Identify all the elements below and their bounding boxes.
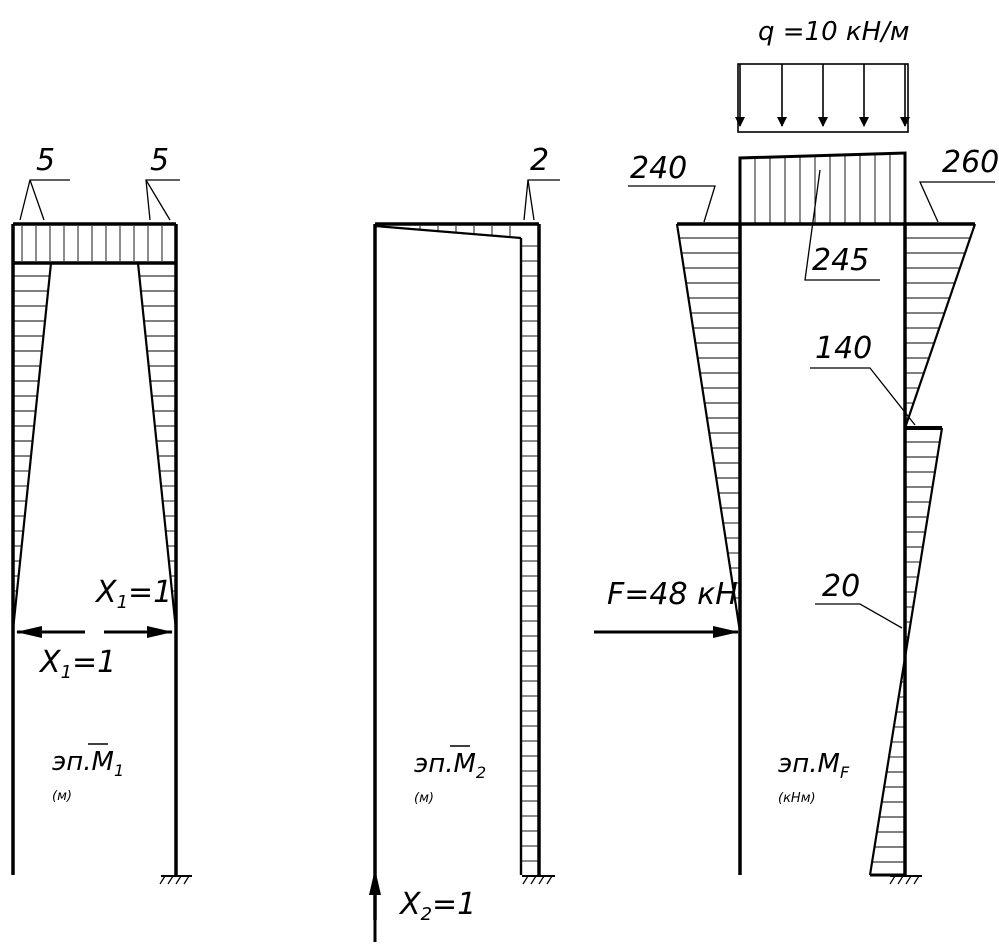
mf-value-260: 260 bbox=[942, 145, 999, 180]
mf-column-moment-right bbox=[868, 223, 977, 877]
m1-column-moment-left bbox=[11, 262, 53, 631]
fixed-support-icon bbox=[159, 875, 192, 885]
m1-title: эп.M1 bbox=[52, 747, 124, 780]
mf-value-240: 240 bbox=[630, 151, 687, 186]
m2-title: эп.M2 bbox=[414, 749, 486, 782]
m2-unit: (м) bbox=[414, 791, 434, 806]
m1-value-left: 5 bbox=[36, 143, 55, 178]
m2-value-leader bbox=[523, 179, 560, 221]
mf-title: эп.MF bbox=[778, 749, 850, 782]
m2-diagram: 2 X2=1 эп.M2 (м) bbox=[369, 143, 560, 942]
mf-distributed-load bbox=[735, 63, 910, 133]
m1-column-moment-right bbox=[136, 262, 178, 631]
m1-value-leader-right bbox=[145, 179, 180, 221]
m1-diagram: 5 5 X1=1 X1=1 эп.M1 (м) bbox=[11, 143, 192, 885]
mf-value-245: 245 bbox=[812, 243, 869, 278]
m1-value-leader-left bbox=[19, 179, 70, 221]
m2-frame bbox=[373, 222, 541, 920]
m2-beam-moment bbox=[374, 224, 522, 240]
mf-unit: (кНм) bbox=[778, 791, 816, 806]
mf-force-F-label: F=48 кН bbox=[607, 577, 738, 612]
m1-beam-moment-band bbox=[13, 226, 176, 265]
m2-value: 2 bbox=[530, 143, 549, 178]
mf-beam-moment bbox=[738, 151, 907, 224]
mf-value-leader-20 bbox=[815, 603, 903, 629]
mf-column-moment-left bbox=[675, 223, 742, 633]
m2-column-moment bbox=[519, 238, 538, 875]
m1-unit: (м) bbox=[52, 789, 72, 804]
mf-diagram: q =10 кН/м F=48 кН bbox=[594, 17, 999, 885]
fixed-support-icon bbox=[522, 875, 555, 885]
mf-value-leader-260 bbox=[918, 181, 995, 223]
m1-force-label-right: X1=1 bbox=[94, 575, 172, 613]
mf-value-leader-240 bbox=[628, 185, 716, 223]
fixed-support-icon bbox=[889, 875, 922, 885]
m2-force-label: X2=1 bbox=[398, 887, 476, 925]
m1-force-label-left: X1=1 bbox=[38, 645, 116, 683]
mf-value-140: 140 bbox=[815, 331, 872, 366]
mf-value-leader-140 bbox=[810, 367, 916, 426]
m1-frame bbox=[11, 222, 178, 875]
mf-frame bbox=[677, 222, 975, 875]
m1-value-right: 5 bbox=[150, 143, 169, 178]
mf-value-20: 20 bbox=[822, 569, 860, 604]
mf-load-q-label: q =10 кН/м bbox=[758, 17, 910, 47]
mf-value-leader-245 bbox=[804, 169, 880, 281]
